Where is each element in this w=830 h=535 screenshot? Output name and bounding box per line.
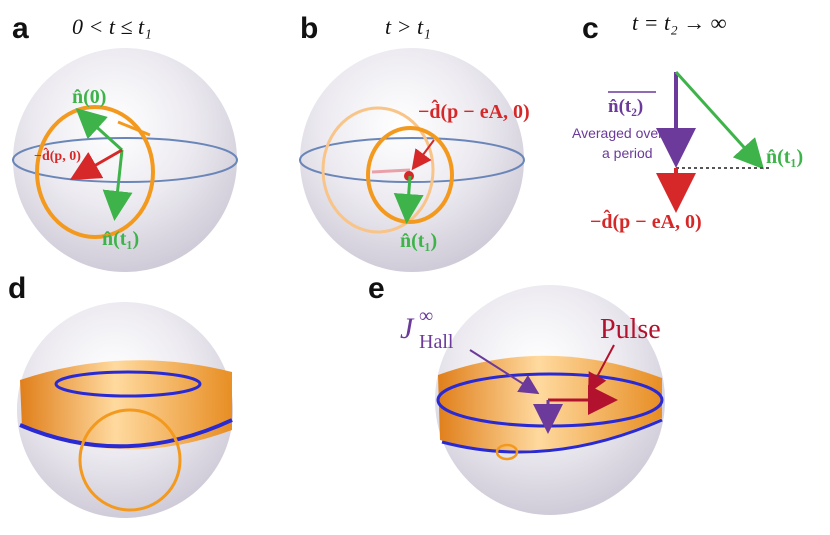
n0-label: n̂(0) [72,86,106,108]
dp0-label: −d̂(p, 0) [34,146,81,164]
nt1-label-a: n̂(t₁) [102,228,139,250]
j-hall-label: J [400,312,415,345]
sphere-a [13,48,237,272]
panel-b-letter: b [300,12,318,45]
panel-a-title: 0 < t ≤ t₁ [72,14,152,39]
j-hall-sub: Hall [419,331,454,353]
averaged-line2: a period [602,145,653,161]
panel-c-letter: c [582,12,599,45]
n0-vector [75,107,124,152]
panel-e-letter: e [368,272,385,305]
j-hall-pointer [469,349,540,395]
dp0-vector [69,148,123,180]
faint-d-vector [371,168,411,174]
j-hall-sup: ∞ [419,305,433,327]
panel-e: e J Hall ∞ Pulse [368,272,665,515]
nt1-label-b: n̂(t₁) [400,230,437,252]
equator-b [299,137,525,183]
nt1-label-c: n̂(t₁) [766,146,803,168]
small-orbit-e [495,443,519,461]
band-d [20,360,232,450]
dpeA-label-b: −d̂(p − eA, 0) [418,98,530,123]
panel-c: c t = t₂ → ∞ n̂(t₂) Averaged over a peri… [572,10,803,233]
nt1-vector-a [102,149,133,221]
dpeA-label-c: −d̂(p − eA, 0) [590,208,702,233]
panel-d: d [8,272,233,518]
orbit-d [78,408,182,512]
panel-c-title: t = t₂ → ∞ [632,10,727,35]
pulse-label: Pulse [600,314,661,345]
band-bottom-edge-d [19,418,233,449]
band-bottom-edge-e [441,418,663,454]
faint-orbit-b [321,106,435,234]
panel-d-letter: d [8,272,26,305]
nt1-vector-b [393,175,424,224]
n-avg-label: n̂(t₂) [608,96,643,117]
pulse-pointer [588,344,615,394]
equator-a [12,137,238,183]
panel-b: b t > t₁ −d̂(p − eA, 0) n̂(t₁) [299,12,530,272]
panel-a: a 0 < t ≤ t₁ n̂(0) −d̂(p, 0) n̂(t₁) [12,12,238,272]
orbit-arrow-a1 [117,120,151,137]
panel-a-letter: a [12,12,29,45]
orbit-a [35,105,155,239]
panel-b-title: t > t₁ [385,14,431,39]
dpeA-pointer [411,139,435,171]
averaged-line1: Averaged over [572,125,663,141]
band-top-edge-d [54,370,202,398]
nt1-arrow-c [674,70,765,170]
